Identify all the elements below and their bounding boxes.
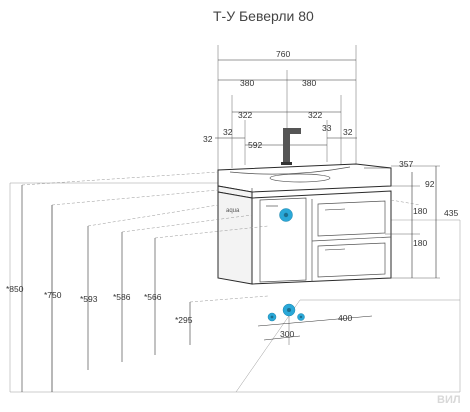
dim-height-593: *593 [80,294,98,304]
dim-right-half: 380 [302,78,316,88]
dim-total-width: 760 [276,49,290,59]
dim-bottom-left: 300 [280,329,294,339]
bottom-dimension-lines [257,315,373,345]
dim-upper-drawer: 180 [413,206,427,216]
dim-top-height: 92 [425,179,435,189]
dim-right-inner: 322 [308,110,322,120]
cabinet [217,190,392,285]
drawing-title: Т-У Беверли 80 [213,8,314,24]
dim-height-295: *295 [175,315,193,325]
dim-height-850: *850 [6,284,24,294]
connection-points [267,208,305,322]
dim-depth: 357 [399,159,413,169]
watermark-logo: ВИЛ [437,394,461,406]
dim-height-566: *566 [144,292,162,302]
dim-height-750: *750 [44,290,62,300]
left-dimension-lines [21,171,269,392]
dim-small-left-outer: 32 [203,134,213,144]
top-extension-lines [217,45,357,170]
door-logo: aqua [226,208,240,214]
dim-total-height: 435 [444,208,458,218]
dim-bottom-right: 400 [338,313,352,323]
dim-height-586: *586 [113,292,131,302]
dim-small-right-outer: 32 [343,127,353,137]
dim-sink-width: 592 [248,140,262,150]
dim-small-right-inner: 33 [322,123,332,133]
dim-lower-drawer: 180 [413,238,427,248]
faucet [281,128,301,165]
dim-left-inner: 322 [238,110,252,120]
right-dimension-lines [364,165,440,279]
top-dimension-lines [215,59,357,146]
dim-left-half: 380 [240,78,254,88]
dim-small-left-inner: 32 [223,127,233,137]
